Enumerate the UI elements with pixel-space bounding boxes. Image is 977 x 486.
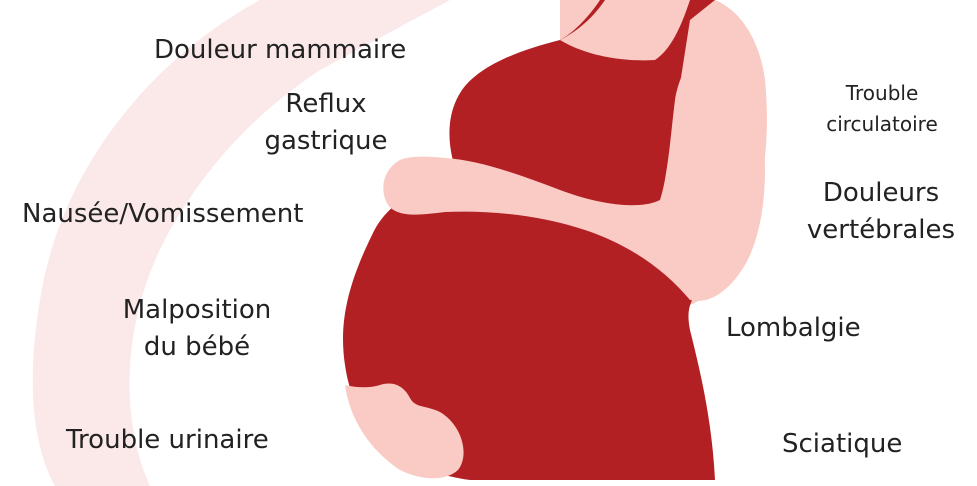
label-malposition-bebe: Malposition du bébé: [104, 292, 290, 366]
label-lombalgie: Lombalgie: [726, 310, 861, 347]
label-douleurs-vertebrales: Douleurs vertébrales: [786, 175, 976, 249]
label-trouble-urinaire-text: Trouble urinaire: [66, 422, 269, 459]
label-trouble-urinaire: Trouble urinaire: [66, 422, 269, 459]
label-reflux-line1: Reflux: [246, 86, 406, 123]
label-trouble-circulatoire: Trouble circulatoire: [802, 78, 962, 140]
label-sciatique-text: Sciatique: [782, 426, 902, 463]
label-douleurs-vert-line1: Douleurs: [786, 175, 976, 212]
label-trouble-circ-line1: Trouble: [802, 78, 962, 109]
label-lombalgie-text: Lombalgie: [726, 310, 861, 347]
label-douleur-mammaire: Douleur mammaire: [154, 32, 406, 69]
label-reflux-gastrique: Reflux gastrique: [246, 86, 406, 160]
label-nausee-vomissement: Nausée/Vomissement: [22, 196, 303, 233]
label-douleurs-vert-line2: vertébrales: [786, 212, 976, 249]
label-malposition-line2: du bébé: [104, 329, 290, 366]
label-nausee-text: Nausée/Vomissement: [22, 196, 303, 233]
label-douleur-mammaire-text: Douleur mammaire: [154, 32, 406, 69]
label-trouble-circ-line2: circulatoire: [802, 109, 962, 140]
label-reflux-line2: gastrique: [246, 123, 406, 160]
label-malposition-line1: Malposition: [104, 292, 290, 329]
label-sciatique: Sciatique: [782, 426, 902, 463]
